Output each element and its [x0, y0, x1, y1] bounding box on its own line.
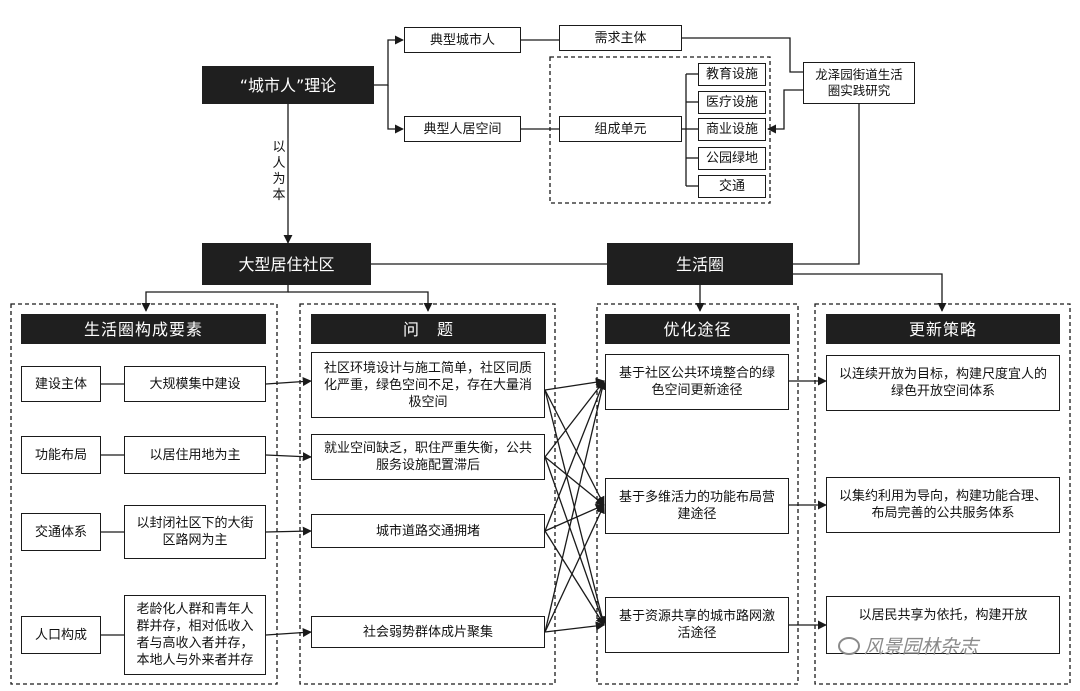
people-oriented-label: 以人为本	[272, 140, 286, 203]
header-paths: 优化途径	[605, 314, 790, 344]
facility-medical: 医疗设施	[698, 91, 766, 114]
header-elements: 生活圈构成要素	[21, 314, 266, 344]
facility-education: 教育设施	[698, 63, 766, 86]
large-community-node: 大型居住社区	[202, 243, 371, 285]
problem-item: 社会弱势群体成片聚集	[311, 616, 545, 648]
element-label: 功能布局	[21, 436, 101, 474]
element-desc: 大规模集中建设	[124, 366, 266, 402]
optimization-path: 基于资源共享的城市路网激活途径	[605, 597, 789, 653]
optimization-path: 基于社区公共环境整合的绿色空间更新途径	[605, 354, 789, 410]
header-strategies: 更新策略	[826, 314, 1060, 344]
wechat-logo-icon	[838, 636, 860, 655]
life-circle-node: 生活圈	[607, 243, 793, 285]
element-desc: 以封闭社区下的大街区路网为主	[124, 505, 266, 559]
facility-transport: 交通	[698, 175, 766, 198]
optimization-path: 基于多维活力的功能布局营建途径	[605, 478, 789, 534]
element-label: 建设主体	[21, 366, 101, 402]
component-unit-node: 组成单元	[559, 116, 682, 142]
problem-item: 社区环境设计与施工简单，社区同质化严重，绿色空间不足，存在大量消极空间	[311, 352, 545, 418]
renewal-strategy: 以居民共享为依托，构建开放	[826, 596, 1060, 654]
theory-node: “城市人”理论	[202, 66, 374, 104]
problem-item: 城市道路交通拥堵	[311, 514, 545, 548]
element-desc: 以居住用地为主	[124, 436, 266, 474]
facility-commercial: 商业设施	[698, 118, 766, 141]
watermark: 风景园林杂志	[838, 632, 978, 659]
element-label: 交通体系	[21, 513, 101, 551]
typical-person-node: 典型城市人	[404, 27, 521, 53]
renewal-strategy: 以连续开放为目标，构建尺度宜人的绿色开放空间体系	[826, 355, 1060, 411]
demand-subject-node: 需求主体	[559, 25, 682, 51]
problem-item: 就业空间缺乏，职住严重失衡，公共服务设施配置滞后	[311, 434, 545, 480]
watermark-text: 风景园林杂志	[864, 636, 979, 658]
element-desc: 老龄化人群和青年人群并存，相对低收入者与高收入者并存，本地人与外来者并存	[124, 595, 266, 675]
header-problems: 问 题	[311, 314, 546, 344]
facility-group-frame	[549, 56, 771, 204]
element-label: 人口构成	[21, 616, 101, 654]
facility-park: 公园绿地	[698, 147, 766, 170]
case-study-node: 龙泽园街道生活圈实践研究	[803, 62, 915, 104]
typical-space-node: 典型人居空间	[404, 116, 521, 142]
renewal-strategy: 以集约利用为导向，构建功能合理、布局完善的公共服务体系	[826, 477, 1060, 533]
